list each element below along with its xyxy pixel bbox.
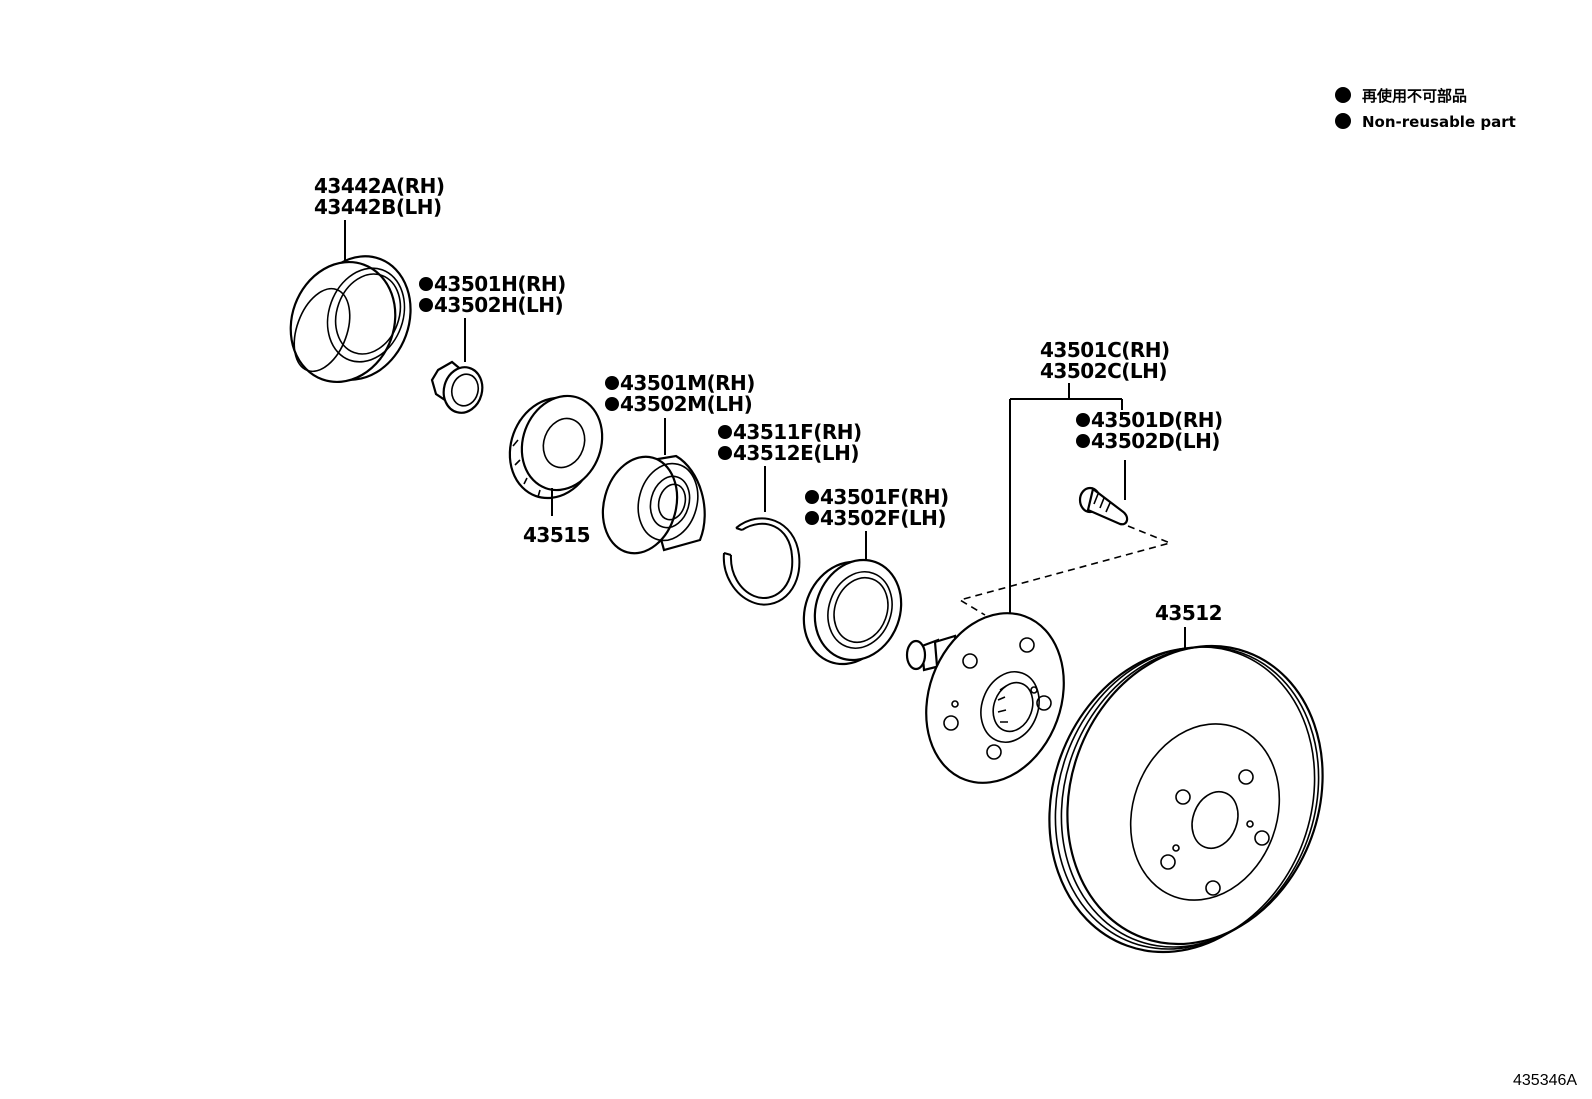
oil-seal-label-1: 43501F(RH) (820, 485, 949, 509)
non-reusable-bullet-icon (718, 446, 732, 460)
dust-cover-part (289, 255, 412, 384)
bolt-location-guide (957, 525, 1173, 616)
sensor-rotor-label: 43515 (523, 523, 590, 547)
hub-bolt-callout: 43501D(RH) 43502D(LH) (1076, 408, 1223, 500)
non-reusable-bullet-icon (419, 277, 433, 291)
snap-ring-label-1: 43511F(RH) (733, 420, 862, 444)
hub-callout: 43501C(RH) 43502C(LH) (1009, 338, 1170, 615)
oil-seal-callout: 43501F(RH) 43502F(LH) (805, 485, 949, 570)
dust-cover-label-2: 43442B(LH) (314, 195, 442, 219)
nut-label-2: 43502H(LH) (434, 293, 563, 317)
non-reusable-bullet-icon (1335, 113, 1351, 129)
hub-bolt-label-1: 43501D(RH) (1091, 408, 1223, 432)
non-reusable-bullet-icon (718, 425, 732, 439)
non-reusable-bullet-icon (805, 511, 819, 525)
hub-part (905, 612, 1065, 784)
oil-seal-label-2: 43502F(LH) (820, 506, 946, 530)
hub-label-2: 43502C(LH) (1040, 359, 1167, 383)
non-reusable-bullet-icon (419, 298, 433, 312)
nut-label-1: 43501H(RH) (434, 272, 566, 296)
non-reusable-bullet-icon (805, 490, 819, 504)
hub-bolt-part (1078, 486, 1129, 526)
sensor-rotor-part (508, 394, 604, 500)
bearing-callout: 43501M(RH) 43502M(LH) (605, 371, 755, 455)
bearing-part (601, 454, 706, 555)
snap-ring-label-2: 43512E(LH) (733, 441, 859, 465)
non-reusable-bullet-icon (1335, 87, 1351, 103)
non-reusable-bullet-icon (605, 397, 619, 411)
snap-ring-part (722, 517, 801, 606)
oil-seal-part (802, 558, 903, 666)
nut-part (430, 360, 484, 414)
bearing-label-1: 43501M(RH) (620, 371, 755, 395)
hub-bolt-label-2: 43502D(LH) (1091, 429, 1220, 453)
legend: 再使用不可部品 Non-reusable part (1335, 87, 1516, 131)
diagram-code: 435346A (1513, 1072, 1577, 1089)
non-reusable-bullet-icon (1076, 434, 1090, 448)
nut-callout: 43501H(RH) 43502H(LH) (419, 272, 566, 362)
legend-jp: 再使用不可部品 (1362, 87, 1467, 105)
sensor-rotor-callout: 43515 (523, 488, 591, 547)
legend-en: Non-reusable part (1362, 113, 1516, 131)
dust-cover-label-1: 43442A(RH) (314, 174, 444, 198)
bearing-label-2: 43502M(LH) (620, 392, 752, 416)
disc-part (1048, 644, 1324, 954)
snap-ring-callout: 43511F(RH) 43512E(LH) (718, 420, 862, 512)
dust-cover-callout: 43442A(RH) 43442B(LH) (314, 174, 445, 265)
non-reusable-bullet-icon (605, 376, 619, 390)
disc-label: 43512 (1155, 601, 1222, 625)
hub-label-1: 43501C(RH) (1040, 338, 1170, 362)
non-reusable-bullet-icon (1076, 413, 1090, 427)
